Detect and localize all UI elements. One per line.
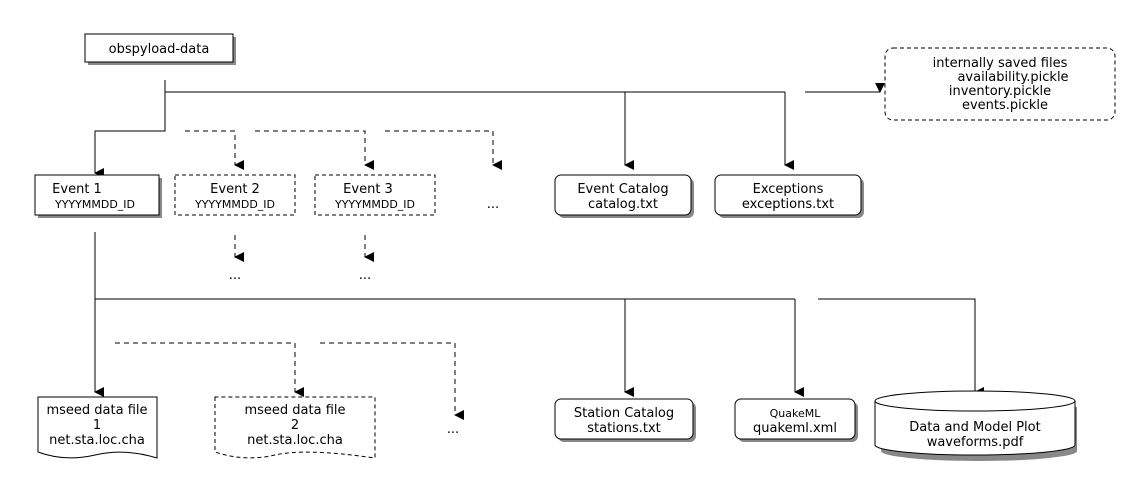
mseed-file-2-num: 2 <box>291 418 299 433</box>
event-3-title: Event 3 <box>343 182 393 197</box>
mseed-file-2-node: mseed data file 2 net.sta.loc.cha <box>214 396 376 459</box>
event-1-node: Event 1 YYYYMMDD_ID <box>34 174 162 218</box>
event-catalog-node: Event Catalog catalog.txt <box>554 174 694 218</box>
event-catalog-file: catalog.txt <box>588 197 658 212</box>
mseed-ellipsis: ... <box>447 422 459 437</box>
sub-event-connectors <box>234 235 374 262</box>
event-2-ellipsis: ... <box>229 268 241 283</box>
root-label: obspyload-data <box>109 42 210 57</box>
event-catalog-title: Event Catalog <box>577 182 668 197</box>
exceptions-title: Exceptions <box>753 182 824 197</box>
internal-file-inventory: inventory.pickle <box>949 84 1051 99</box>
plot-title: Data and Model Plot <box>909 420 1040 435</box>
mseed-file-1-file: net.sta.loc.cha <box>49 433 145 448</box>
exceptions-file: exceptions.txt <box>742 197 834 212</box>
mseed-file-1-num: 1 <box>93 418 101 433</box>
event-2-id: YYYYMMDD_ID <box>194 198 275 211</box>
event-1-connectors <box>94 232 984 420</box>
internal-file-availability: availability.pickle <box>957 70 1068 85</box>
mseed-file-2-file: net.sta.loc.cha <box>247 433 343 448</box>
internal-files-node: internally saved files availability.pick… <box>884 47 1116 121</box>
quakeml-file: quakeml.xml <box>753 421 837 436</box>
events-ellipsis: ... <box>487 197 499 212</box>
event-1-id: YYYYMMDD_ID <box>54 198 135 211</box>
event-1-title: Event 1 <box>52 182 102 197</box>
plot-file: waveforms.pdf <box>927 435 1024 450</box>
internal-file-events: events.pickle <box>962 98 1048 113</box>
internal-files-title: internally saved files <box>933 56 1068 71</box>
mseed-file-1-node: mseed data file 1 net.sta.loc.cha <box>37 396 158 459</box>
mseed-file-2-title: mseed data file <box>244 403 345 418</box>
station-catalog-file: stations.txt <box>587 421 661 436</box>
quakeml-node: QuakeML quakeml.xml <box>734 398 858 442</box>
event-3-id: YYYYMMDD_ID <box>334 198 415 211</box>
event-3-node: Event 3 YYYYMMDD_ID <box>314 174 436 216</box>
mseed-file-1-title: mseed data file <box>46 403 147 418</box>
root-node: obspyload-data <box>84 33 236 65</box>
station-catalog-title: Station Catalog <box>574 406 674 421</box>
exceptions-node: Exceptions exceptions.txt <box>714 174 864 218</box>
event-3-ellipsis: ... <box>359 268 371 283</box>
event-2-title: Event 2 <box>210 182 260 197</box>
station-catalog-node: Station Catalog stations.txt <box>554 398 696 442</box>
quakeml-title: QuakeML <box>770 407 822 420</box>
event-2-node: Event 2 YYYYMMDD_ID <box>174 174 296 216</box>
plot-node: Data and Model Plot waveforms.pdf <box>874 390 1077 461</box>
top-connectors <box>94 80 885 178</box>
